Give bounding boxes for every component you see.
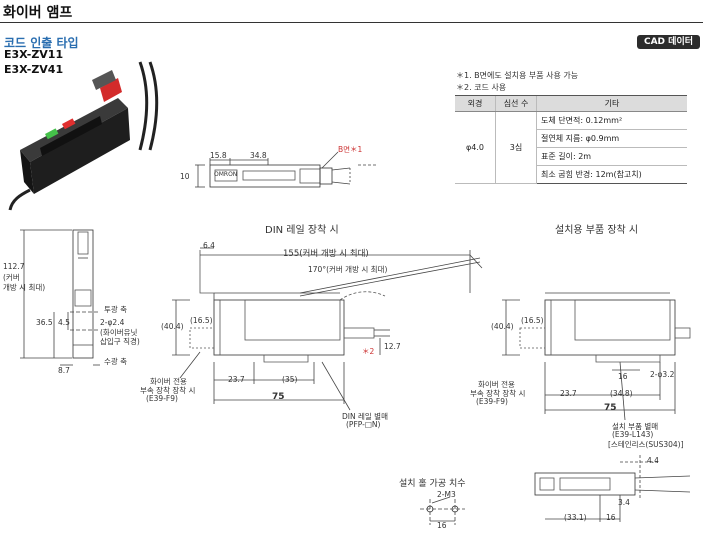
section-title: 설치 홀 가공 치수: [399, 479, 466, 489]
m3-label: 2-M3: [437, 490, 456, 499]
spec-cell: 최소 굽힘 반경: 12m(참고치): [536, 165, 687, 184]
fiber-label: 화이버 전용: [150, 377, 187, 386]
dim-label: 16: [606, 513, 616, 522]
recv-axis-label: 수광 축: [104, 357, 128, 366]
fiber-label: (E39-F9): [476, 397, 508, 406]
light-axis-label: 투광 축: [104, 305, 128, 314]
fiber-label: 부속 장착 장착 시: [140, 386, 196, 395]
din-rail-label: (PFP-□N): [346, 420, 381, 429]
dim-label: 75: [272, 392, 285, 402]
section-title: 설치용 부품 장착 시: [555, 225, 639, 236]
dim-label: (40.4): [161, 322, 184, 331]
mount-hole-drawing: [420, 496, 465, 525]
dim-label: 10: [180, 172, 190, 181]
col-header: 기타: [536, 95, 687, 112]
dim-label: 12.7: [384, 342, 401, 351]
cad-data-badge[interactable]: CAD 데이터: [637, 35, 700, 49]
col-header: 외경: [455, 95, 496, 112]
dim-label: 16: [618, 372, 628, 381]
dim-label: 23.7: [228, 375, 245, 384]
dim-label: (34.8): [610, 389, 633, 398]
dim-note: (커버: [3, 273, 20, 282]
bracket-label: 설치 부품 별매: [612, 422, 659, 431]
note-2: ＊2. 코드 사용: [456, 83, 507, 92]
section-title: DIN 레일 장착 시: [265, 225, 339, 236]
fiber-label: 화이버 전용: [478, 380, 515, 389]
fiber-label: 부속 장착 장착 시: [470, 389, 526, 398]
brand-label: OMRON: [214, 171, 238, 178]
dim-label: 36.5: [36, 318, 53, 327]
col-header: 심선 수: [495, 95, 537, 112]
dim-label: 34.8: [250, 151, 267, 160]
dim-label: 8.7: [58, 366, 70, 375]
hole-label: (화이버유닛: [100, 328, 138, 337]
product-subtitle: 코드 인출 타입: [4, 36, 79, 50]
cable-top-view: [195, 151, 378, 188]
bracket-label: (E39-L143): [612, 430, 654, 439]
cable-spec-table: 외경 심선 수 기타 φ4.0 3심 도체 단면적: 0.12mm² 절연체 지…: [455, 95, 687, 184]
dim-label: 4.5: [58, 318, 70, 327]
dim-label: 6.4: [203, 241, 215, 250]
spec-cell: 절연체 지름: φ0.9mm: [536, 129, 687, 148]
din-rail-view-drawing: [172, 247, 483, 411]
note-1: ＊1. B면에도 설치용 부품 사용 가능: [456, 71, 579, 80]
fiber-label: (E39-F9): [146, 394, 178, 403]
dim-label: (35): [282, 375, 298, 384]
spec-cell: 표준 길이: 2m: [536, 147, 687, 166]
dim-label: 23.7: [560, 389, 577, 398]
hole-label: 2-φ2.4: [100, 318, 125, 327]
dim-label: (40.4): [491, 322, 514, 331]
hole-label: 2-φ3.2: [650, 370, 675, 379]
model-name: E3X-ZV11: [4, 48, 64, 61]
b-face-label: B면＊1: [338, 145, 363, 154]
header-divider: [0, 22, 703, 23]
mark-2: ＊2: [362, 347, 375, 356]
dim-label: 3.4: [618, 498, 630, 507]
dim-label: (16.5): [521, 316, 544, 325]
din-rail-label: DIN 레일 별매: [342, 412, 388, 421]
dim-label: 75: [604, 403, 617, 413]
side-view-drawing: [20, 229, 100, 366]
cores-cell: 3심: [495, 111, 537, 184]
outer-diameter-cell: φ4.0: [455, 111, 496, 184]
dim-label: 4.4: [647, 456, 659, 465]
dim-label: 15.8: [210, 151, 227, 160]
model-name: E3X-ZV41: [4, 63, 64, 76]
dim-label: 16: [437, 521, 447, 530]
spec-cell: 도체 단면적: 0.12mm²: [536, 111, 687, 130]
hole-label: 삽입구 직경): [100, 337, 140, 346]
dim-label: 155(커버 개방 시 최대): [283, 249, 369, 259]
angle-label: 170°(커버 개방 시 최대): [308, 265, 388, 274]
page-title: 화이버 앰프: [3, 5, 73, 21]
bracket-view-drawing: [502, 292, 691, 421]
dim-label: (33.1): [564, 513, 587, 522]
bracket-label: [스테인리스(SUS304)]: [608, 440, 684, 449]
dim-note: 개방 시 최대): [3, 283, 46, 292]
dim-label: (16.5): [190, 316, 213, 325]
bottom-side-view-drawing: [534, 455, 691, 522]
dim-label: 112.7: [3, 262, 25, 271]
